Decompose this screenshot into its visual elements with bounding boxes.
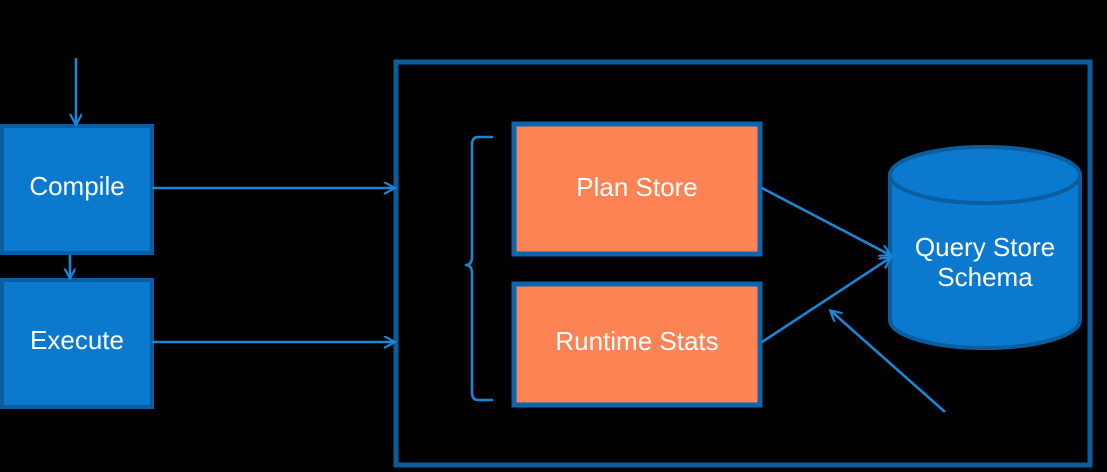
compile-box[interactable] — [0, 124, 154, 255]
runtime-stats-box[interactable] — [511, 281, 763, 408]
execute-box[interactable] — [0, 278, 154, 409]
cylinder-top-ellipse — [888, 145, 1082, 205]
cylinder-body — [888, 173, 1082, 350]
query-store-container — [393, 59, 1093, 468]
plan-store-box[interactable] — [511, 121, 763, 257]
connector-plan-store-to-schema — [761, 186, 890, 255]
connector-runtime-stats-to-schema — [761, 258, 890, 344]
connector-external-to-schema — [831, 311, 946, 413]
query-store-schema-cylinder[interactable] — [888, 145, 1082, 350]
grouping-brace — [464, 135, 494, 402]
